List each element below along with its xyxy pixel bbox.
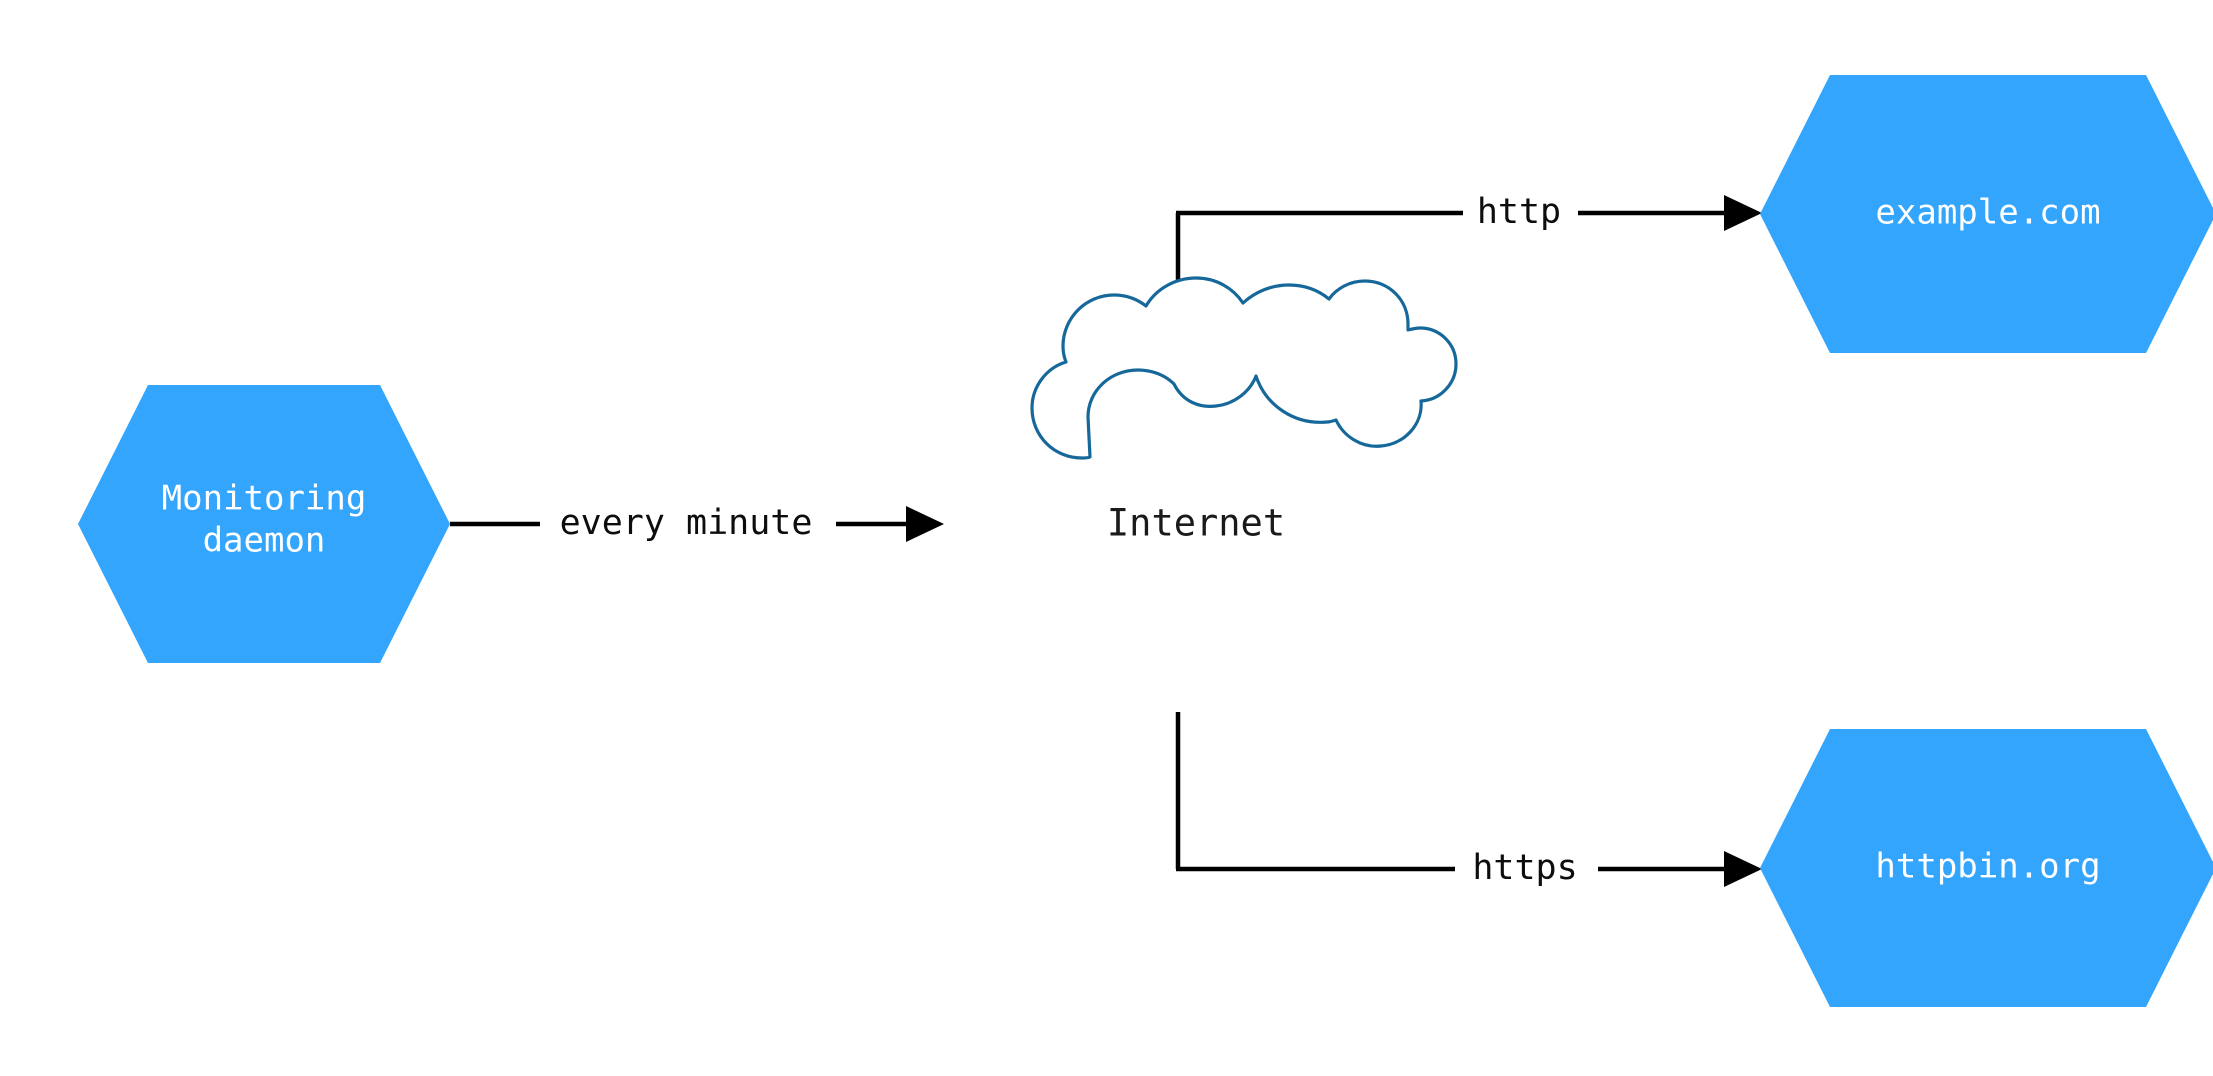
- node-monitoring-daemon[interactable]: Monitoring daemon: [78, 385, 450, 663]
- edge-daemon-to-internet[interactable]: every minute: [450, 503, 944, 543]
- node-monitoring-daemon-hexagon: [78, 385, 450, 663]
- node-httpbin-org-hexagon: [1760, 729, 2213, 1007]
- node-monitoring-daemon-label-line1: Monitoring: [162, 479, 367, 519]
- edge-label-every-minute: every minute: [560, 503, 813, 543]
- node-httpbin-org-label: httpbin.org: [1875, 847, 2100, 887]
- edge-internet-to-example-arrowhead: [1724, 195, 1762, 231]
- edge-internet-to-httpbin[interactable]: https: [1175, 712, 1762, 888]
- edge-daemon-to-internet-arrowhead: [906, 506, 944, 542]
- edge-label-https: https: [1472, 848, 1577, 888]
- edge-label-http: http: [1477, 192, 1561, 232]
- node-internet-cloud-shape: [1030, 276, 1458, 460]
- node-internet-label: Internet: [1107, 502, 1285, 545]
- node-httpbin-org[interactable]: httpbin.org: [1760, 729, 2213, 1007]
- edge-internet-to-httpbin-arrowhead: [1724, 851, 1762, 887]
- node-internet[interactable]: Internet: [1030, 276, 1458, 545]
- node-example-com-label: example.com: [1875, 193, 2100, 233]
- node-example-com-hexagon: [1760, 75, 2213, 353]
- node-monitoring-daemon-label-line2: daemon: [203, 521, 326, 561]
- node-example-com[interactable]: example.com: [1760, 75, 2213, 353]
